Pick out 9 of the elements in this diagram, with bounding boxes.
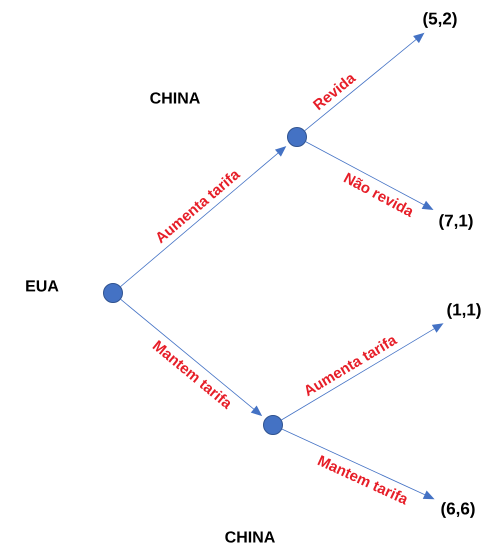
payoff-label: (1,1)	[447, 303, 481, 319]
payoff-label: (7,1)	[439, 214, 473, 230]
payoff-label: (5,2)	[423, 12, 457, 28]
player-label: CHINA	[150, 92, 200, 104]
player-label: EUA	[26, 280, 58, 292]
payoff-label: (6,6)	[441, 502, 475, 518]
decision-node	[287, 127, 307, 147]
player-label: CHINA	[225, 531, 275, 543]
decision-node	[263, 415, 283, 435]
